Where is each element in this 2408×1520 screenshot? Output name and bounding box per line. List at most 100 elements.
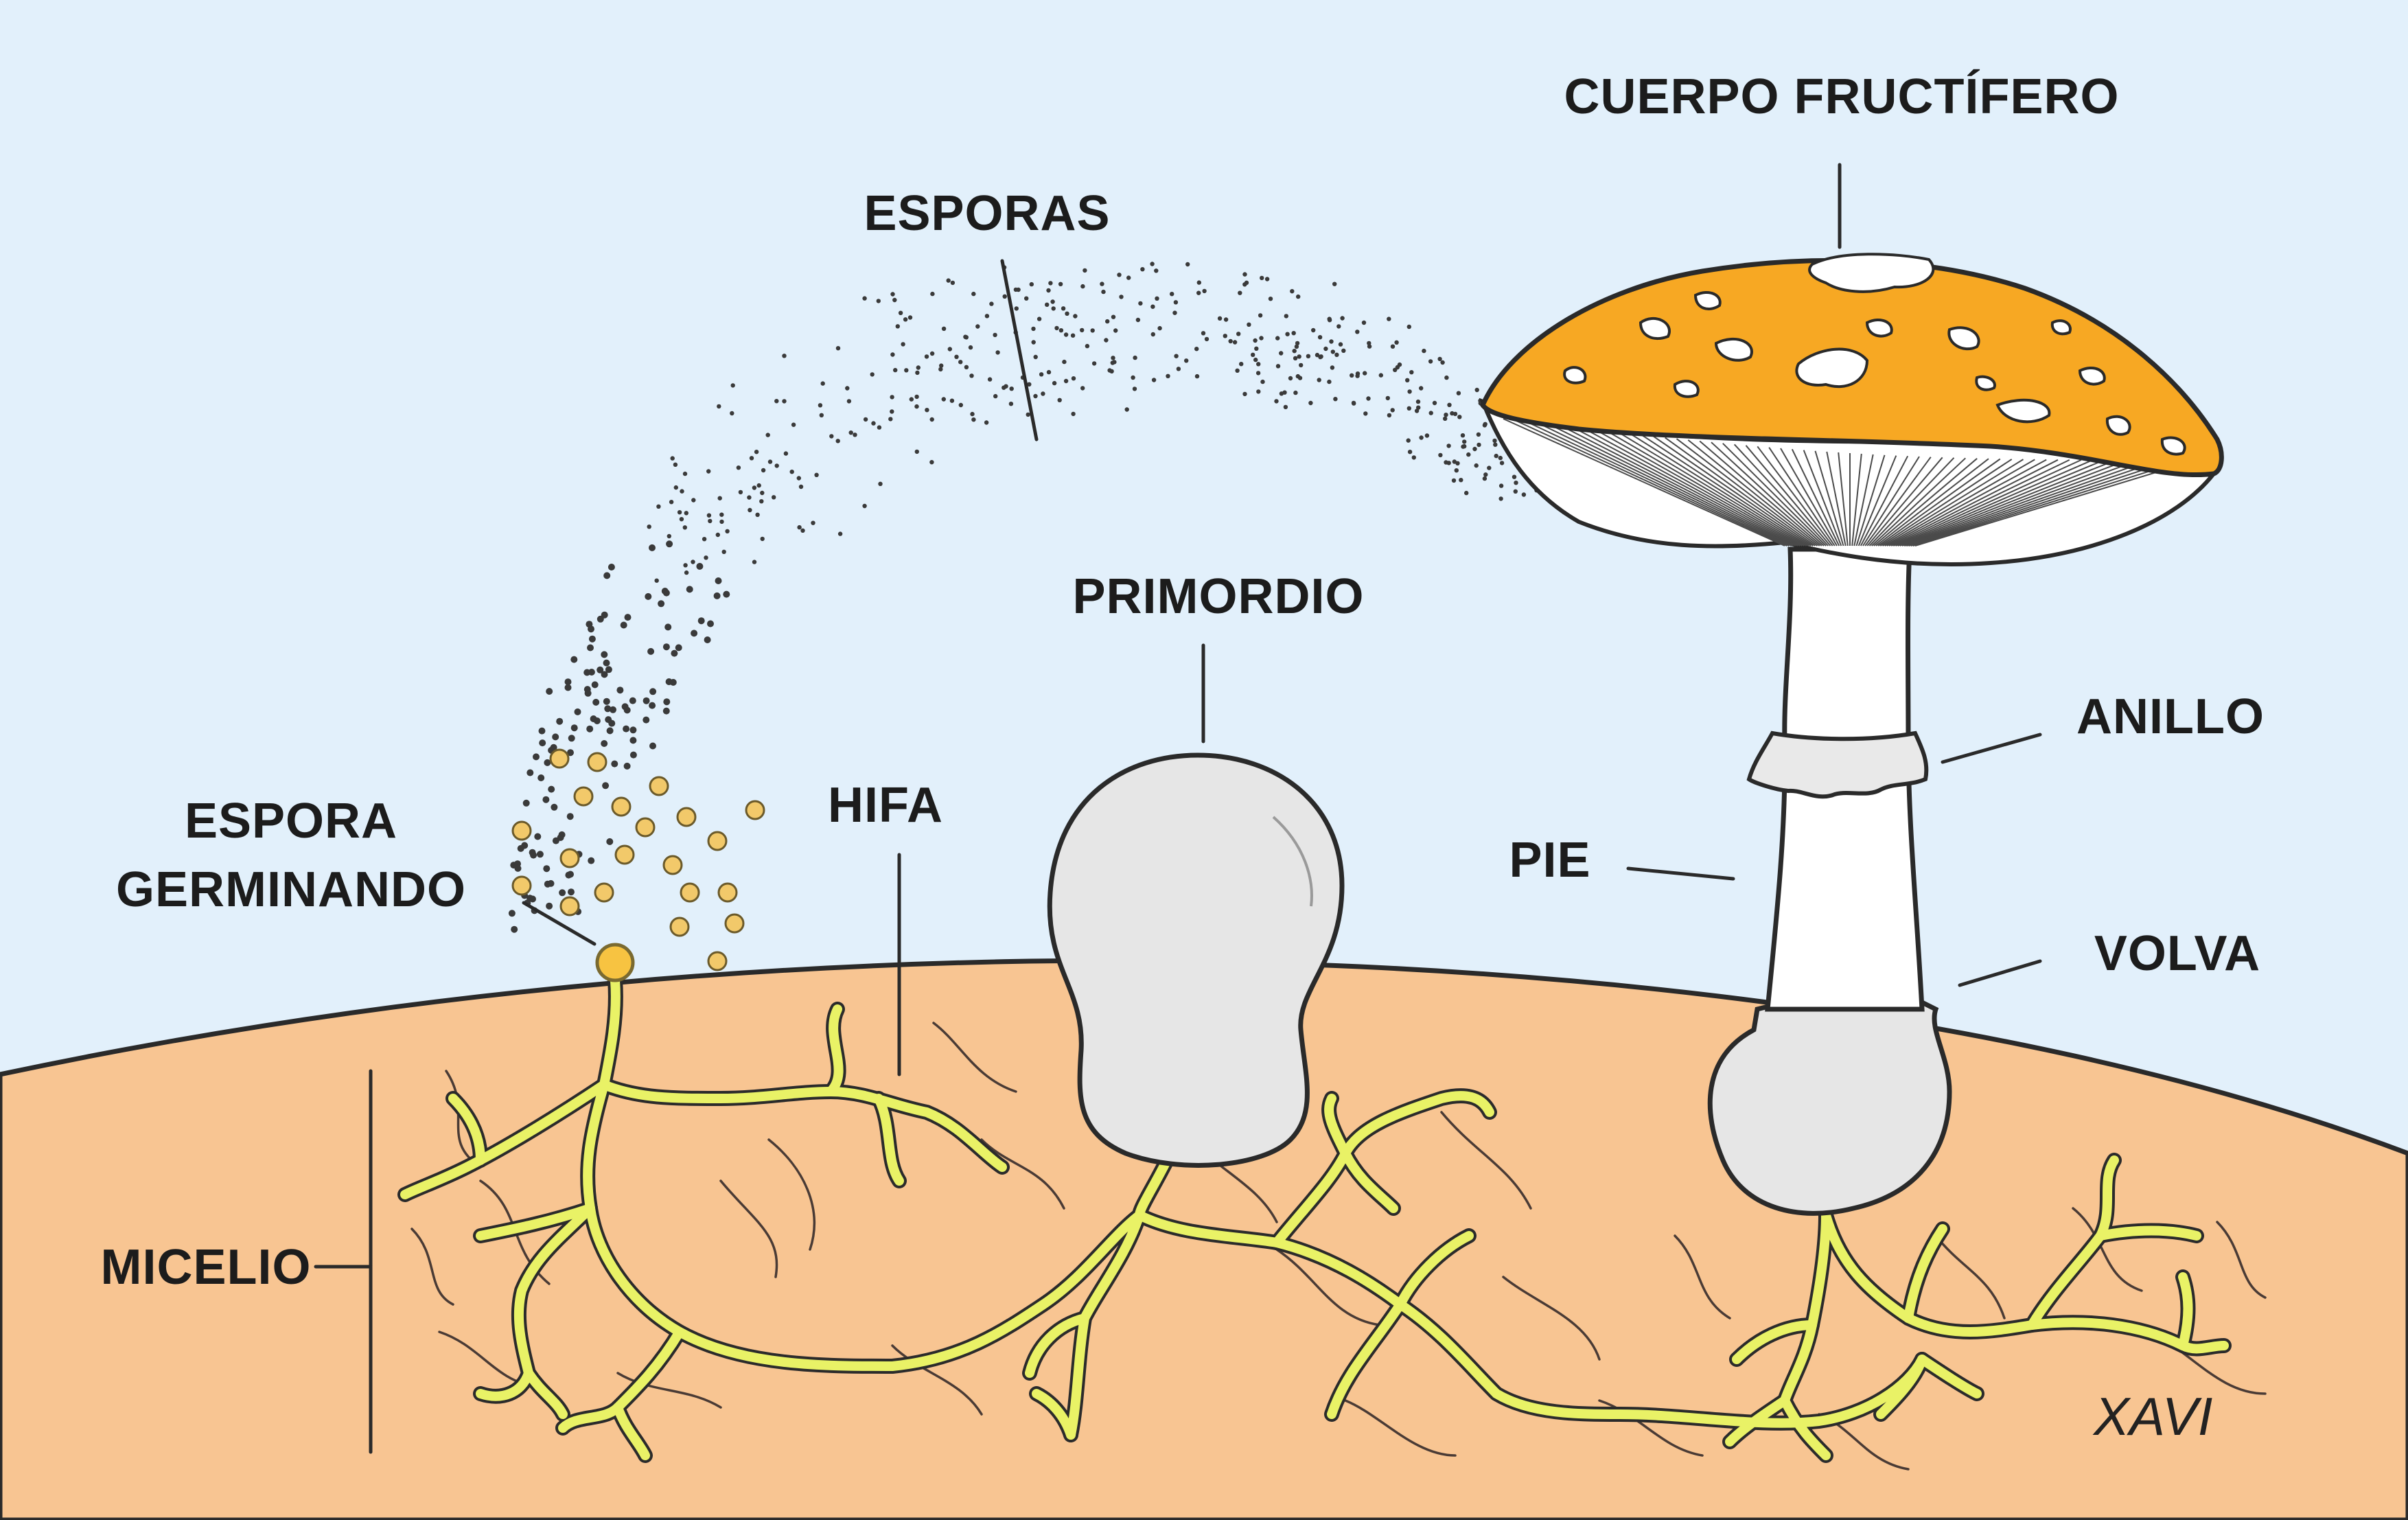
- spore-dot: [950, 280, 956, 286]
- spore-dot: [1406, 406, 1411, 411]
- spore-dot: [1419, 386, 1424, 391]
- spore-dot: [623, 725, 630, 733]
- spore-dot: [1235, 368, 1240, 373]
- spore-dot: [1033, 393, 1038, 399]
- spore-dot: [719, 512, 724, 517]
- spore-dot: [1275, 364, 1281, 369]
- spore-dot: [941, 397, 947, 402]
- label-micelio: MICELIO: [101, 1240, 312, 1295]
- spore-dot: [682, 471, 688, 476]
- spore-dot: [607, 564, 615, 571]
- spore-dot: [1184, 358, 1189, 363]
- spore-dot: [907, 315, 913, 320]
- spore-dot: [1333, 397, 1338, 402]
- spore-dot: [601, 671, 608, 678]
- spore-dot: [568, 735, 575, 742]
- spore-dot: [1293, 356, 1298, 360]
- spore-dot: [1033, 354, 1038, 360]
- spore-dot: [604, 705, 612, 713]
- spore-dot: [798, 484, 804, 490]
- spore-dot: [1494, 453, 1498, 459]
- spore-grain: [724, 913, 745, 934]
- spore-dot: [601, 611, 608, 619]
- spore-dot: [941, 326, 947, 331]
- spore-dot: [1037, 316, 1042, 321]
- spore-dot: [588, 635, 596, 643]
- spore-dot: [1080, 284, 1085, 289]
- spore-dot: [708, 518, 713, 524]
- leader-esporas: [1000, 259, 1039, 441]
- spore-dot: [620, 621, 627, 629]
- hypha: [524, 1368, 568, 1419]
- spore-dot: [1363, 411, 1368, 416]
- spore-dot: [958, 402, 964, 408]
- spore-dot: [603, 698, 610, 705]
- spore-dot: [964, 365, 969, 369]
- spore-dot: [1378, 373, 1384, 378]
- primordium-highlight: [1272, 816, 1313, 907]
- spore-dot: [1126, 275, 1131, 280]
- spore-dot: [754, 450, 759, 454]
- spore-dot: [588, 625, 594, 633]
- hypha: [1341, 1149, 1398, 1213]
- spore-dot: [514, 864, 522, 872]
- spore-dot: [1228, 338, 1233, 344]
- spore-dot: [669, 500, 674, 505]
- hypha: [476, 1368, 533, 1401]
- spore-dot: [616, 687, 624, 694]
- spore-dot: [1409, 370, 1414, 375]
- spore-dot: [1138, 301, 1143, 306]
- hypha: [2178, 1272, 2193, 1350]
- spore-dot: [1512, 474, 1517, 479]
- gill-line: [1851, 453, 1862, 546]
- spore-dot: [661, 588, 669, 595]
- spore-dot: [1329, 339, 1334, 344]
- spore-dot: [1196, 280, 1202, 285]
- gill-line: [1864, 457, 1932, 546]
- spore-dot: [537, 774, 545, 781]
- gill-line: [1890, 459, 2070, 546]
- spore-dot: [984, 314, 990, 319]
- spore-dot: [1440, 360, 1445, 365]
- spore-dot: [949, 398, 955, 403]
- spore-dot: [1058, 328, 1064, 333]
- spore-dot: [767, 459, 773, 464]
- spore-grain: [573, 786, 594, 807]
- spore-dot: [904, 368, 909, 373]
- spore-dot: [1444, 375, 1449, 380]
- spore-dot: [738, 490, 743, 495]
- volva: [1707, 971, 1952, 1216]
- spore-dot: [835, 346, 841, 351]
- germinating-spore: [595, 943, 635, 982]
- spore-dot: [930, 291, 935, 297]
- gill-line: [1560, 425, 1796, 546]
- spore-dot: [682, 525, 687, 530]
- spore-dot: [645, 592, 652, 600]
- spore-dot: [713, 592, 721, 599]
- spore-dot: [601, 651, 608, 658]
- spore-dot: [914, 449, 920, 454]
- hypha: [476, 1204, 595, 1241]
- cap-warts: [1563, 253, 2186, 456]
- gill-line: [1838, 452, 1849, 546]
- spore-dot: [995, 350, 1000, 355]
- gill-line: [1745, 445, 1831, 546]
- spore-dot: [656, 504, 661, 509]
- spore-dot: [704, 555, 708, 560]
- spore-dot: [517, 844, 524, 852]
- spore-dot: [1117, 273, 1122, 277]
- signature: XAVI: [2092, 1386, 2212, 1447]
- spore-dot: [629, 737, 637, 744]
- spore-dot: [756, 483, 761, 488]
- spore-dot: [1477, 442, 1481, 448]
- spore-dot: [1194, 373, 1200, 379]
- spore-dot: [546, 688, 553, 695]
- spore-dot: [975, 324, 980, 329]
- hypha: [513, 1204, 595, 1378]
- spore-dot: [707, 620, 714, 627]
- spore-dot: [647, 525, 651, 529]
- gill-line: [1803, 450, 1842, 546]
- gill-line: [1866, 457, 1943, 546]
- spore-dot: [564, 678, 572, 686]
- spore-dot: [1407, 389, 1412, 394]
